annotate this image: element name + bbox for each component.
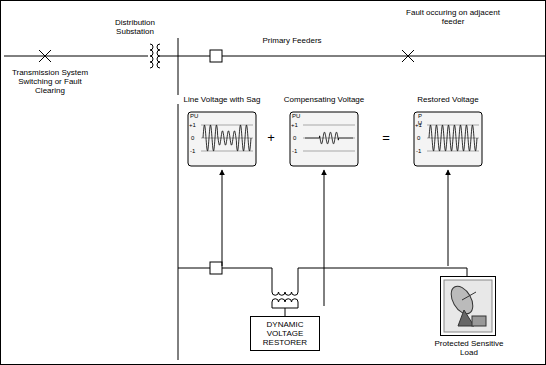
scope-screen [414,112,482,166]
heading: Protected Sensitive Load [433,339,505,357]
breaker [210,50,222,62]
box-label: DYNAMIC VOLTAGE RESTORER [255,320,315,347]
axis-label: PU [190,113,204,120]
axis-label: -1 [190,148,202,155]
measurement-arrow [222,170,448,306]
heading: Line Voltage with Sag [174,95,270,104]
axis-label: 0 [191,135,201,142]
load-box: Protected Sensitive Load [440,276,496,336]
grid-line [201,125,253,126]
axis-label: -1 [416,148,428,155]
axis-label: +1 [189,122,201,129]
annotation-label: Distribution Substation [98,18,172,36]
grid-line [427,151,479,152]
operator-symbol: = [378,131,394,145]
fault-x [402,50,414,62]
bus-bar [178,38,179,360]
operator-symbol: + [263,131,279,145]
breaker [210,262,222,274]
scope-screen [188,112,256,166]
waveform [305,132,353,144]
axis-label: +1 [291,122,303,129]
scope-screens [188,112,482,166]
grid-line [303,125,355,126]
scope-display: Compensating Voltage [290,112,358,166]
fault-x [39,50,51,62]
substation-transformer [150,44,178,68]
annotation-label: Primary Feeders [262,36,322,45]
heading: Compensating Voltage [276,95,372,104]
restorer-box: DYNAMIC VOLTAGE RESTORER [250,316,320,351]
scope-screen [290,112,358,166]
axis-label: 0 [417,135,427,142]
transmission-line [4,56,148,57]
grid-line [427,125,479,126]
axis-label: 0 [293,135,303,142]
axis-label: +1 [415,122,427,129]
waveform [203,125,251,151]
heading: Restored Voltage [400,95,496,104]
waveform [429,125,477,151]
annotation-label: Transmission System Switching or Fault C… [4,68,96,95]
satellite-dish-picture [444,280,492,332]
grid-line [201,151,253,152]
axis-label: PU [292,113,306,120]
annotation-label: Fault occuring on adjacent feeder [394,8,512,26]
scope-display: Restored Voltage [414,112,482,166]
primary-feeder [178,56,546,57]
series-transformer [272,292,298,316]
axis-label: -1 [292,148,304,155]
grid-line [303,151,355,152]
scope-display: Line Voltage with Sag [188,112,256,166]
